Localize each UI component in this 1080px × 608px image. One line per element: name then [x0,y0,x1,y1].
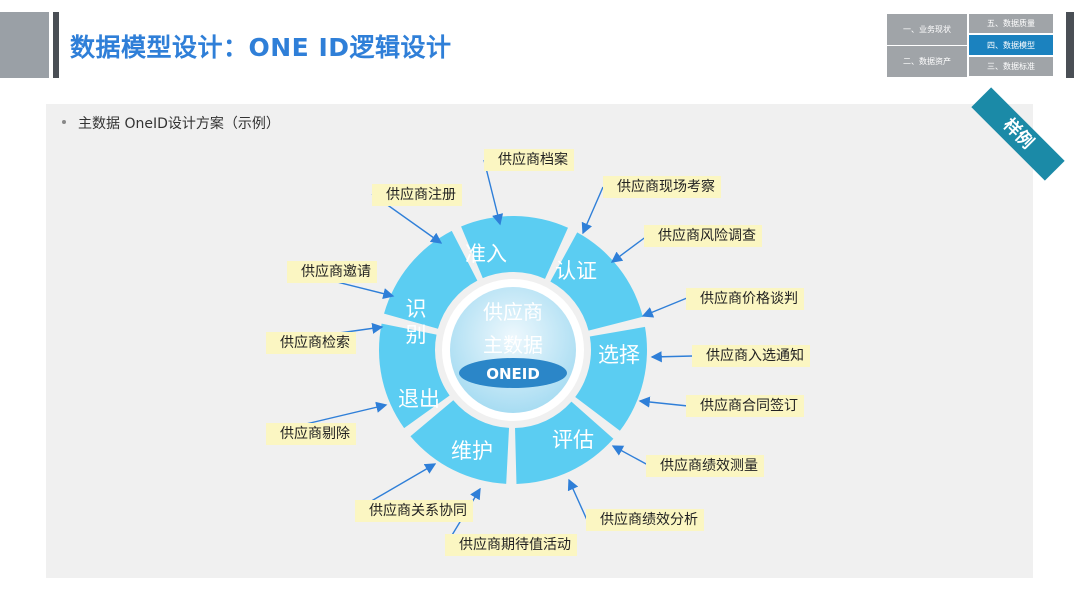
ring-segment-exit [378,323,450,429]
segment-label-exit: 退出 [398,387,440,411]
label-site-inspection: 供应商现场考察 [603,176,721,198]
ring-segment-identify [384,230,478,329]
section-nav: 一、业务现状 二、数据资产 五、数据质量 四、数据模型 三、数据标准 [887,14,1055,77]
arrow-performance-measure [611,445,649,466]
bullet-heading: 主数据 OneID设计方案（示例） [62,113,280,133]
arrow-price-negotiation [641,297,688,318]
label-expectation-activity: 供应商期待值活动 [445,534,577,556]
ring-segment-selection [575,326,647,431]
arrow-contract [638,396,689,408]
arrow-site-inspection [581,186,604,235]
left-accent-bar [0,12,49,78]
label-performance-measure: 供应商绩效测量 [646,455,764,477]
label-contract-signing: 供应商合同签订 [686,395,804,417]
arrow-risk-survey [610,235,648,263]
segment-label-maintenance: 维护 [451,439,493,463]
nav-item-data-model[interactable]: 四、数据模型 [969,35,1053,55]
arrow-performance-analysis [567,478,588,521]
segment-label-admission: 准入 [465,242,507,266]
label-supplier-register: 供应商注册 [372,184,462,206]
ring-segment-certification [550,232,643,331]
nav-item-data-standard[interactable]: 三、数据标准 [969,57,1053,76]
segment-label-certification: 认证 [555,259,597,283]
ring-segment-evaluation [515,401,614,484]
label-risk-survey: 供应商风险调查 [644,225,762,247]
label-supplier-archive: 供应商档案 [484,149,574,171]
label-supplier-invite: 供应商邀请 [287,261,377,283]
arrow-selection-notice [650,351,694,363]
label-price-negotiation: 供应商价格谈判 [686,288,804,310]
bullet-dot [62,120,66,124]
label-supplier-search: 供应商检索 [266,332,356,354]
segment-label-evaluation: 评估 [552,428,594,452]
nav-item-data-assets[interactable]: 二、数据资产 [887,45,967,77]
right-accent-line [1066,12,1074,78]
ring-segment-maintenance [410,400,510,484]
oneid-badge [459,358,567,388]
nav-item-business-status[interactable]: 一、业务现状 [887,14,967,45]
center-text-line2: 主数据 [483,333,543,357]
page-title: 数据模型设计：ONE ID逻辑设计 [70,33,452,62]
nav-item-data-quality[interactable]: 五、数据质量 [969,14,1053,33]
segment-label-selection: 选择 [598,343,640,367]
segment-label-identify-1: 识 [406,297,427,321]
left-accent-line [53,12,59,78]
label-performance-analysis: 供应商绩效分析 [586,509,704,531]
label-selection-notice: 供应商入选通知 [692,345,810,367]
label-supplier-remove: 供应商剔除 [266,423,356,445]
segment-label-identify-2: 别 [406,323,427,347]
ring-segment-admission [461,216,568,279]
bullet-text: 主数据 OneID设计方案（示例） [78,116,280,132]
label-relationship-collab: 供应商关系协同 [355,500,473,522]
oneid-badge-text: ONEID [486,365,540,383]
center-text-line1: 供应商 [483,300,543,324]
